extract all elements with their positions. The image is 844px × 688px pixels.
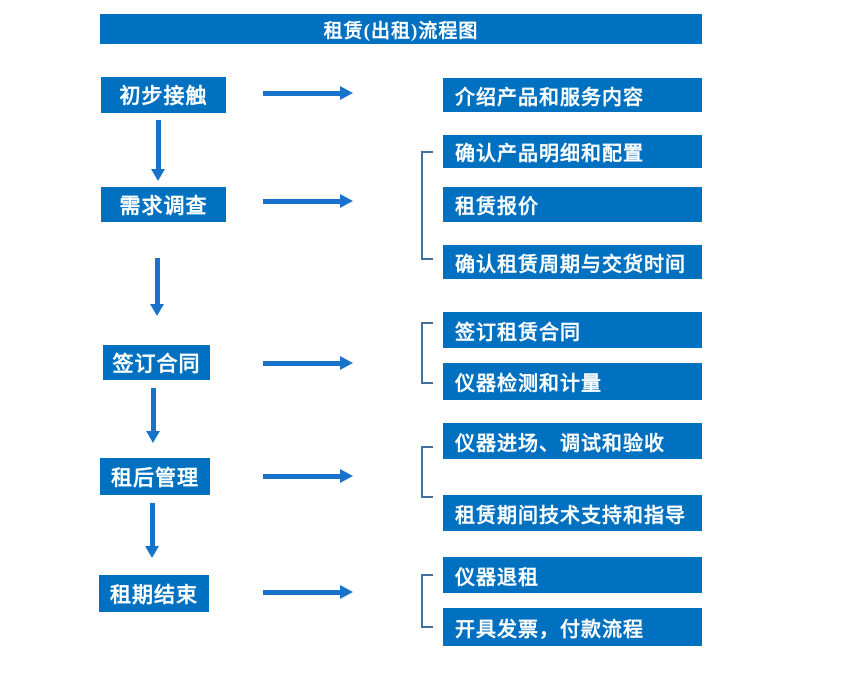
- down-arrow: [150, 258, 165, 316]
- flow-step-post-rental-management: 租后管理: [100, 458, 210, 495]
- group-bracket: [421, 151, 433, 260]
- group-bracket: [421, 446, 433, 498]
- flow-step-initial-contact: 初步接触: [101, 77, 226, 113]
- output-invoice-payment-process: 开具发票，付款流程: [443, 608, 702, 646]
- output-introduce-products-services: 介绍产品和服务内容: [443, 78, 702, 112]
- output-rental-quotation: 租赁报价: [443, 187, 702, 222]
- output-instrument-return: 仪器退租: [443, 557, 702, 593]
- right-arrow: [263, 469, 353, 484]
- down-arrow: [145, 503, 160, 558]
- flow-step-sign-contract: 签订合同: [103, 345, 210, 380]
- right-arrow: [263, 585, 353, 600]
- flow-step-lease-end: 租期结束: [99, 575, 209, 612]
- down-arrow: [151, 120, 166, 181]
- output-confirm-product-details-config: 确认产品明细和配置: [443, 135, 702, 168]
- down-arrow: [146, 388, 161, 443]
- output-instrument-inspection-measurement: 仪器检测和计量: [443, 363, 702, 400]
- output-sign-rental-contract: 签订租赁合同: [443, 312, 702, 348]
- output-confirm-rental-period-delivery: 确认租赁周期与交货时间: [443, 245, 702, 279]
- right-arrow: [263, 86, 353, 101]
- group-bracket: [421, 574, 433, 628]
- right-arrow: [263, 356, 353, 371]
- right-arrow: [263, 194, 353, 209]
- output-instrument-arrival-debug-acceptance: 仪器进场、调试和验收: [443, 423, 702, 459]
- output-rental-period-tech-support: 租赁期间技术支持和指导: [443, 495, 702, 531]
- diagram-title: 租赁(出租)流程图: [100, 14, 702, 44]
- group-bracket: [421, 322, 433, 384]
- flow-step-demand-survey: 需求调查: [101, 187, 226, 222]
